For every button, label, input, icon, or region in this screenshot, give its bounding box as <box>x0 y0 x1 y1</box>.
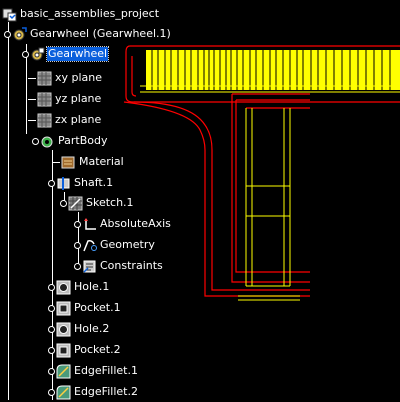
tree-item-label: zx plane <box>55 113 102 126</box>
material-icon <box>61 156 75 168</box>
expand-toggle[interactable] <box>60 199 67 207</box>
tree-connector <box>28 119 36 121</box>
plane-icon <box>37 71 52 85</box>
tree-item-pocket-2[interactable]: Pocket.2 <box>48 340 122 360</box>
tree-item-constraints[interactable]: Constraints <box>74 256 164 276</box>
pocket-icon <box>56 301 71 315</box>
tree-item-pocket-1[interactable]: Pocket.1 <box>48 298 122 318</box>
tree-branch-line <box>78 212 79 268</box>
tree-item-part[interactable]: Gearwheel <box>22 44 110 64</box>
tree-item-label: Pocket.1 <box>74 301 121 314</box>
edge-fillet-icon <box>56 364 71 378</box>
expand-toggle[interactable] <box>32 137 39 145</box>
tree-connector <box>28 98 36 100</box>
tree-root-label: basic_assemblies_project <box>20 7 160 20</box>
tree-connector <box>52 161 60 163</box>
tree-item-material[interactable]: Material <box>52 152 125 172</box>
hole-icon <box>56 322 71 336</box>
tree-item-label: Gearwheel (Gearwheel.1) <box>30 27 171 40</box>
tree-item-hole-2[interactable]: Hole.2 <box>48 319 110 339</box>
tree-item-label-selected: Gearwheel <box>45 46 110 62</box>
tree-connector <box>28 77 36 79</box>
expand-toggle[interactable] <box>22 50 29 58</box>
part-gear-icon <box>31 47 45 60</box>
sketch-icon <box>68 196 83 210</box>
tree-item-edgefillet-1[interactable]: EdgeFillet.1 <box>48 361 139 381</box>
expand-toggle[interactable] <box>74 241 81 249</box>
expand-toggle[interactable] <box>48 179 55 187</box>
expand-toggle[interactable] <box>48 367 55 375</box>
tree-item-geometry[interactable]: Geometry <box>74 235 156 255</box>
tree-item-label: EdgeFillet.1 <box>74 364 138 377</box>
axis-icon <box>84 217 96 230</box>
shaft-icon <box>57 176 70 190</box>
product-icon <box>2 8 17 21</box>
expand-toggle[interactable] <box>48 283 55 291</box>
tree-item-label: AbsoluteAxis <box>100 217 171 230</box>
edge-fillet-icon <box>56 385 71 399</box>
tree-item-absolute-axis[interactable]: AbsoluteAxis <box>74 214 172 234</box>
tree-item-label: Material <box>79 155 124 168</box>
product-gear-icon <box>13 26 27 40</box>
expand-toggle[interactable] <box>48 346 55 354</box>
expand-toggle[interactable] <box>74 262 81 270</box>
expand-toggle[interactable] <box>48 388 55 396</box>
expand-toggle[interactable] <box>48 325 55 333</box>
tree-item-label: Sketch.1 <box>86 196 134 209</box>
tree-item-sketch[interactable]: Sketch.1 <box>60 193 135 213</box>
tree-branch-line <box>64 192 65 202</box>
tree-item-label: EdgeFillet.2 <box>74 385 138 398</box>
pocket-icon <box>56 343 71 357</box>
tree-item-zx-plane[interactable]: zx plane <box>28 110 102 130</box>
tree-root[interactable]: basic_assemblies_project <box>2 4 160 24</box>
tree-item-shaft[interactable]: Shaft.1 <box>48 173 114 193</box>
tree-item-label: xy plane <box>55 71 103 84</box>
tree-item-partbody[interactable]: PartBody <box>32 131 108 151</box>
tree-item-label: Constraints <box>100 259 163 272</box>
constraints-icon <box>83 260 96 273</box>
hole-icon <box>56 280 71 294</box>
tree-item-xy-plane[interactable]: xy plane <box>28 68 103 88</box>
tree-branch-line <box>26 44 27 134</box>
tree-branch-line <box>8 22 9 400</box>
plane-icon <box>37 92 52 106</box>
body-gear-icon <box>41 136 53 147</box>
tree-item-edgefillet-2[interactable]: EdgeFillet.2 <box>48 382 139 402</box>
expand-toggle[interactable] <box>4 30 11 38</box>
tree-item-yz-plane[interactable]: yz plane <box>28 89 102 109</box>
tree-item-product[interactable]: Gearwheel (Gearwheel.1) <box>4 24 172 44</box>
tree-item-label: yz plane <box>55 92 102 105</box>
tree-branch-line <box>52 150 53 400</box>
tree-item-label: Geometry <box>100 238 155 251</box>
expand-toggle[interactable] <box>48 304 55 312</box>
tree-item-label: PartBody <box>58 134 108 147</box>
geometry-icon <box>83 239 97 251</box>
tree-item-hole-1[interactable]: Hole.1 <box>48 277 110 297</box>
tree-item-label: Pocket.2 <box>74 343 121 356</box>
tree-item-label: Shaft.1 <box>74 176 114 189</box>
expand-toggle[interactable] <box>74 220 81 228</box>
plane-icon <box>37 113 52 127</box>
tree-item-label: Hole.2 <box>74 322 110 335</box>
tree-item-label: Hole.1 <box>74 280 110 293</box>
